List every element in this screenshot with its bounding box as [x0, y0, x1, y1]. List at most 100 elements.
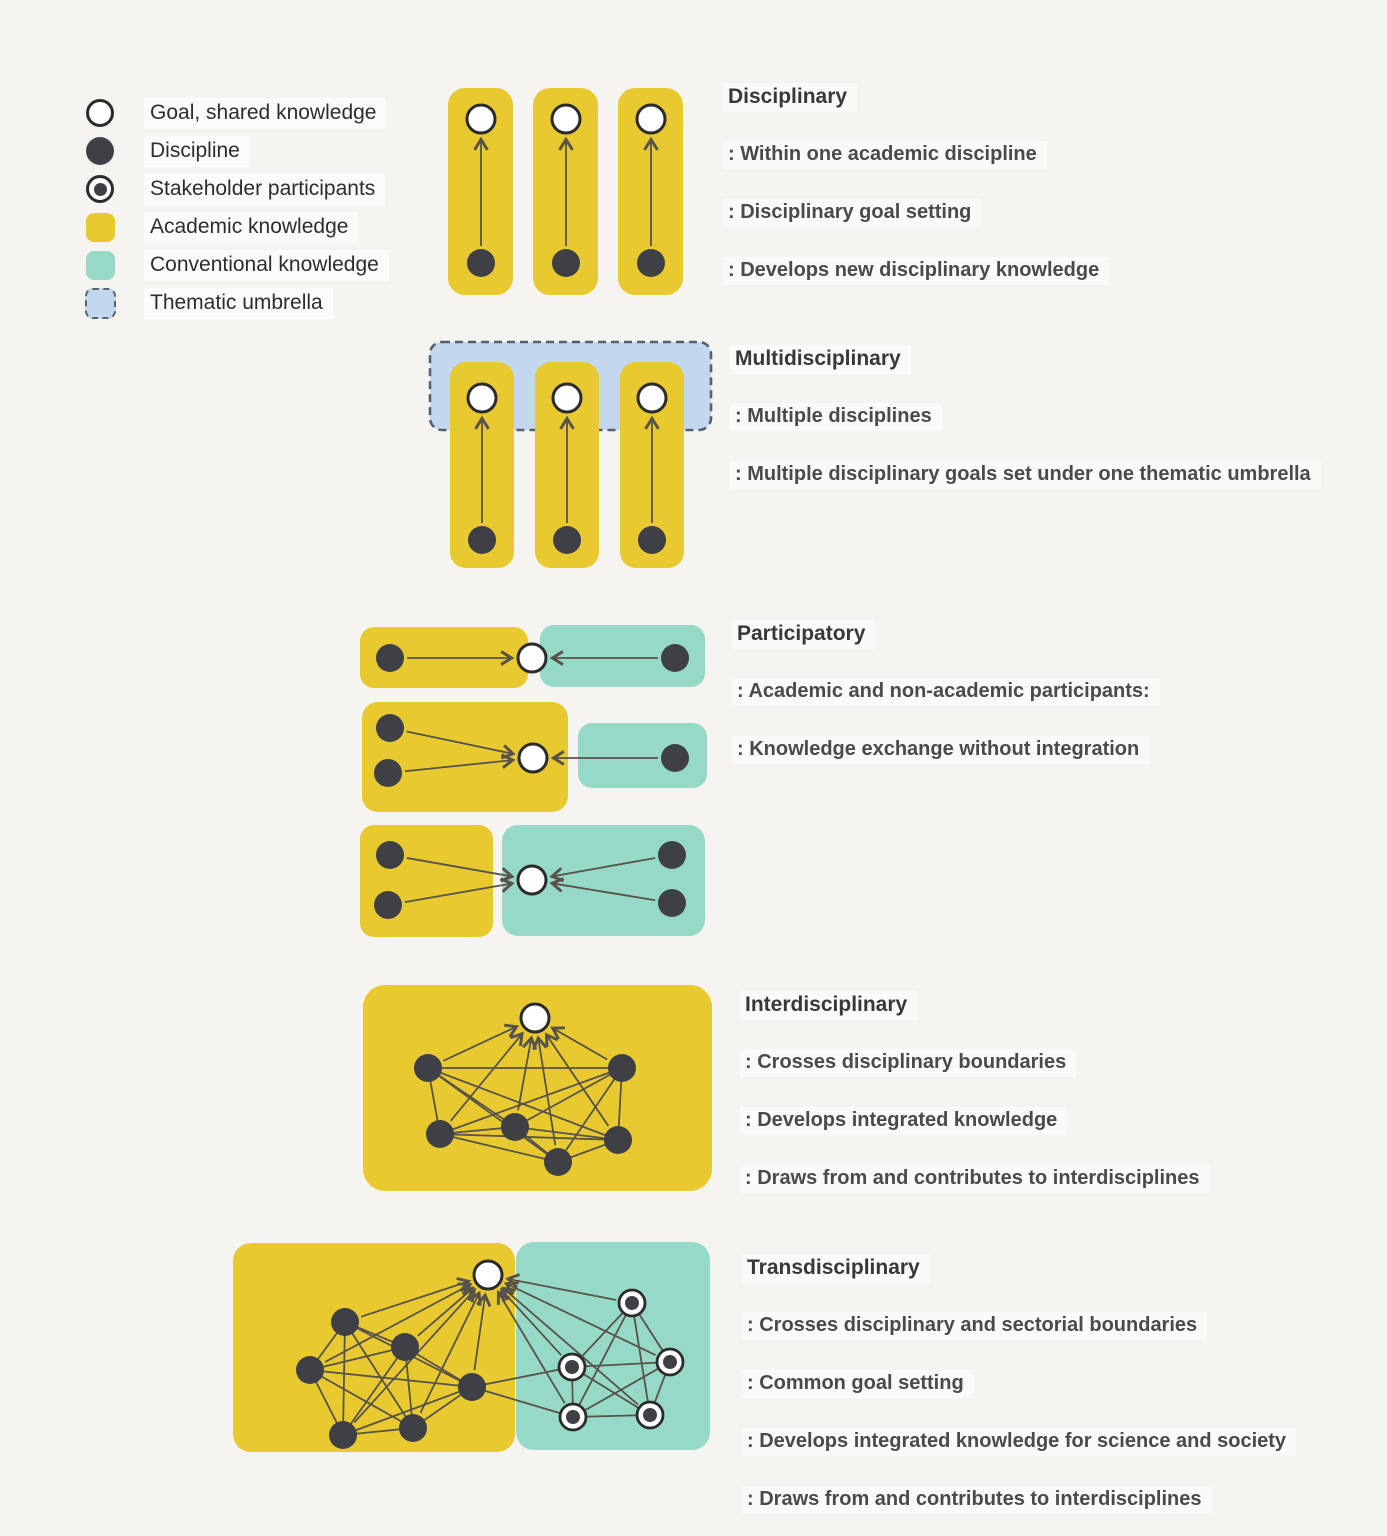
discipline-node: [658, 841, 686, 869]
arrow-line: [549, 877, 656, 902]
goal-circle-icon: [86, 99, 114, 127]
legend-label: Stakeholder participants: [144, 173, 386, 205]
conventional-region: [502, 825, 705, 936]
arrow-line: [503, 1281, 656, 1356]
goal-node: [550, 103, 582, 135]
stakeholder-node-dot: [643, 1408, 657, 1422]
link-line: [439, 1133, 559, 1163]
arrow-line: [550, 1026, 608, 1061]
link-line: [514, 1067, 623, 1128]
arrow-line: [406, 857, 515, 883]
discipline-node: [376, 714, 404, 742]
link-line: [514, 1126, 619, 1141]
goal-node: [517, 742, 549, 774]
discipline-node: [331, 1308, 359, 1336]
link-line: [471, 1386, 574, 1418]
transdisciplinary-diagram: [233, 1242, 710, 1452]
discipline-node: [661, 644, 689, 672]
discipline-node: [544, 1148, 572, 1176]
section-line: : Disciplinary goal setting: [723, 199, 982, 228]
arrow-line: [499, 1287, 562, 1356]
multidisciplinary-diagram: [428, 340, 713, 568]
arrow-line: [496, 1290, 566, 1404]
arrow-line: [549, 857, 656, 883]
link-line: [344, 1321, 414, 1429]
disciplinary-diagram: [448, 88, 683, 295]
legend-label: Conventional knowledge: [144, 249, 389, 281]
link-line: [557, 1067, 623, 1163]
discipline-node: [374, 891, 402, 919]
arrow-line: [360, 1277, 472, 1318]
discipline-node: [552, 249, 580, 277]
arrow-line: [532, 1035, 557, 1146]
academic-swatch-icon: [85, 212, 115, 242]
goal-node: [472, 1259, 504, 1291]
discipline-node: [399, 1414, 427, 1442]
section-line: : Crosses disciplinary and sectorial bou…: [742, 1312, 1208, 1341]
legend-item-conventional: Conventional knowledge: [84, 246, 389, 284]
section-participatory: Participatory : Academic and non-academi…: [732, 620, 1387, 794]
academic-region: [360, 825, 493, 937]
section-line: : Develops new disciplinary knowledge: [723, 257, 1110, 286]
discipline-node: [414, 1054, 442, 1082]
discipline-node: [637, 249, 665, 277]
goal-node: [551, 382, 583, 414]
discipline-node: [468, 526, 496, 554]
arrow-line: [544, 1032, 610, 1127]
section-line: : Develops integrated knowledge: [740, 1107, 1068, 1136]
goal-node: [516, 864, 548, 896]
section-disciplinary: Disciplinary : Within one academic disci…: [723, 83, 1387, 315]
arrow-line: [443, 1023, 520, 1062]
link-line: [572, 1302, 633, 1418]
link-line: [309, 1346, 406, 1371]
conventional-region: [540, 625, 705, 687]
arrow-line: [501, 1286, 639, 1406]
discipline-node: [296, 1356, 324, 1384]
legend-label: Goal, shared knowledge: [144, 97, 387, 129]
discipline-node: [658, 889, 686, 917]
section-line: : Knowledge exchange without integration: [732, 736, 1150, 765]
section-title: Multidisciplinary: [730, 345, 911, 375]
section-line: : Within one academic discipline: [723, 141, 1047, 170]
stakeholder-circle-icon: [86, 175, 114, 203]
goal-node: [516, 642, 548, 674]
arrow-line: [450, 1031, 524, 1122]
link-line: [571, 1366, 651, 1416]
legend-item-discipline: Discipline: [84, 132, 389, 170]
arrow-line: [517, 1035, 538, 1111]
discipline-node: [329, 1421, 357, 1449]
link-line: [342, 1386, 473, 1436]
stakeholder-node-dot: [625, 1296, 639, 1310]
legend-label: Academic knowledge: [144, 211, 359, 243]
link-line: [471, 1366, 573, 1388]
academic-region: [233, 1243, 515, 1452]
section-multidisciplinary: Multidisciplinary : Multiple disciplines…: [730, 345, 1387, 519]
section-line: : Academic and non-academic participants…: [732, 678, 1160, 707]
section-transdisciplinary: Transdisciplinary : Crosses disciplinary…: [742, 1254, 1387, 1536]
discipline-node: [426, 1120, 454, 1148]
link-line: [439, 1067, 623, 1135]
discipline-node: [661, 744, 689, 772]
link-line: [439, 1133, 619, 1141]
discipline-node: [391, 1333, 419, 1361]
discipline-node: [376, 841, 404, 869]
section-title: Transdisciplinary: [742, 1254, 930, 1284]
legend-item-goal: Goal, shared knowledge: [84, 94, 389, 132]
interdisciplinary-diagram: [363, 985, 712, 1191]
legend-item-stakeholder: Stakeholder participants: [84, 170, 389, 208]
section-line: : Multiple disciplines: [730, 403, 942, 432]
goal-node: [466, 382, 498, 414]
umbrella-swatch-icon: [84, 287, 116, 319]
arrow-line: [419, 1290, 482, 1414]
stakeholder-node-dot: [566, 1410, 580, 1424]
discipline-node: [374, 759, 402, 787]
legend-label: Discipline: [144, 135, 250, 167]
discipline-node: [608, 1054, 636, 1082]
legend-item-academic: Academic knowledge: [84, 208, 389, 246]
section-title: Interdisciplinary: [740, 991, 918, 1021]
arrow-line: [404, 877, 515, 903]
discipline-node: [467, 249, 495, 277]
section-line: : Draws from and contributes to interdis…: [740, 1165, 1210, 1194]
goal-node: [635, 103, 667, 135]
discipline-node: [553, 526, 581, 554]
